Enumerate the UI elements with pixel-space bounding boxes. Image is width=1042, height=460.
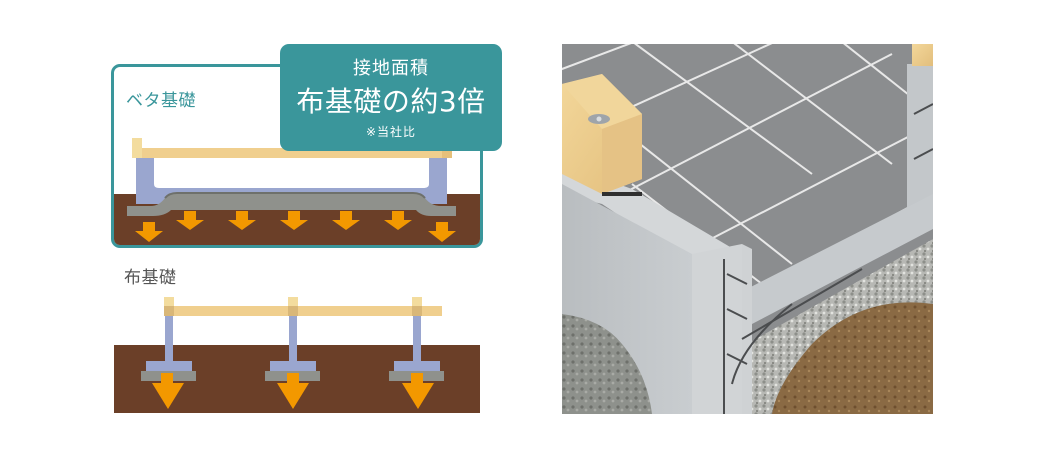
arrow-down-icon — [384, 211, 412, 230]
arrow-down-icon — [428, 222, 456, 242]
arrow-down-icon — [402, 373, 434, 409]
contact-area-callout: 接地面積 布基礎の約3倍 ※当社比 — [280, 44, 502, 151]
foundation-cutaway-illustration — [562, 44, 933, 414]
load-arrows-mat — [135, 211, 456, 242]
arrow-down-icon — [135, 222, 163, 242]
strip-foundation-illustration — [114, 297, 480, 413]
strip-foundation-label: 布基礎 — [124, 268, 177, 288]
arrow-down-icon — [277, 373, 309, 409]
arrow-down-icon — [280, 211, 308, 230]
callout-note: ※当社比 — [365, 125, 417, 139]
callout-main-text: 布基礎の約3倍 — [296, 85, 486, 118]
arrow-down-icon — [152, 373, 184, 409]
arrow-down-icon — [176, 211, 204, 230]
callout-heading: 接地面積 — [353, 58, 429, 79]
mat-foundation-label: ベタ基礎 — [126, 91, 196, 111]
arrow-down-icon — [332, 211, 360, 230]
mat-foundation-illustration — [114, 138, 480, 245]
arrow-down-icon — [228, 211, 256, 230]
